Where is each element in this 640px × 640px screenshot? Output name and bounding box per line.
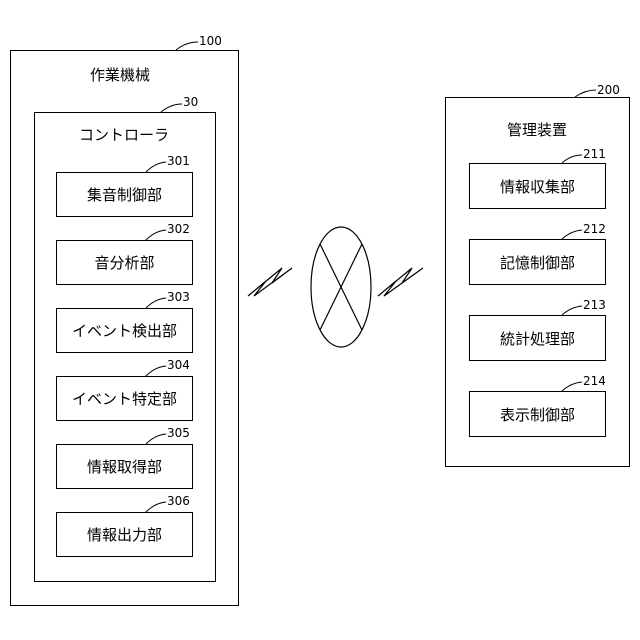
- sound-collection-control-unit: 集音制御部: [56, 172, 193, 217]
- work-machine-ref: 100: [199, 34, 222, 48]
- storage-control-unit: 記憶制御部: [469, 239, 606, 285]
- network-cross-b: [320, 244, 362, 330]
- unit-305-label: 情報取得部: [87, 456, 162, 477]
- unit-211-ref: 211: [583, 147, 606, 161]
- unit-212-label: 記憶制御部: [500, 252, 575, 273]
- unit-305-ref: 305: [167, 426, 190, 440]
- unit-301-ref: 301: [167, 154, 190, 168]
- leader-100: [176, 42, 198, 50]
- statistical-processing-unit: 統計処理部: [469, 315, 606, 361]
- unit-302-ref: 302: [167, 222, 190, 236]
- unit-301-label: 集音制御部: [87, 184, 162, 205]
- controller-title: コントローラ: [79, 124, 169, 145]
- unit-302-label: 音分析部: [94, 252, 154, 273]
- unit-213-label: 統計処理部: [500, 328, 575, 349]
- unit-214-ref: 214: [583, 374, 606, 388]
- event-detection-unit: イベント検出部: [56, 308, 193, 353]
- wireless-signal-right-icon: [378, 268, 423, 296]
- management-device-ref: 200: [597, 83, 620, 97]
- display-control-unit: 表示制御部: [469, 391, 606, 437]
- event-identification-unit: イベント特定部: [56, 376, 193, 421]
- unit-306-label: 情報出力部: [87, 524, 162, 545]
- controller-ref: 30: [183, 95, 198, 109]
- network-cross-a: [320, 244, 362, 330]
- management-device-title: 管理装置: [507, 119, 567, 140]
- work-machine-title: 作業機械: [90, 64, 150, 85]
- unit-303-ref: 303: [167, 290, 190, 304]
- unit-213-ref: 213: [583, 298, 606, 312]
- unit-304-label: イベント特定部: [72, 388, 177, 409]
- wireless-signal-left-icon: [248, 268, 292, 296]
- information-collection-unit: 情報収集部: [469, 163, 606, 209]
- sound-analysis-unit: 音分析部: [56, 240, 193, 285]
- information-output-unit: 情報出力部: [56, 512, 193, 557]
- unit-214-label: 表示制御部: [500, 404, 575, 425]
- information-acquisition-unit: 情報取得部: [56, 444, 193, 489]
- unit-304-ref: 304: [167, 358, 190, 372]
- unit-303-label: イベント検出部: [72, 320, 177, 341]
- unit-306-ref: 306: [167, 494, 190, 508]
- unit-211-label: 情報収集部: [500, 176, 575, 197]
- unit-212-ref: 212: [583, 222, 606, 236]
- leader-200: [575, 90, 596, 97]
- network-icon: [311, 227, 371, 347]
